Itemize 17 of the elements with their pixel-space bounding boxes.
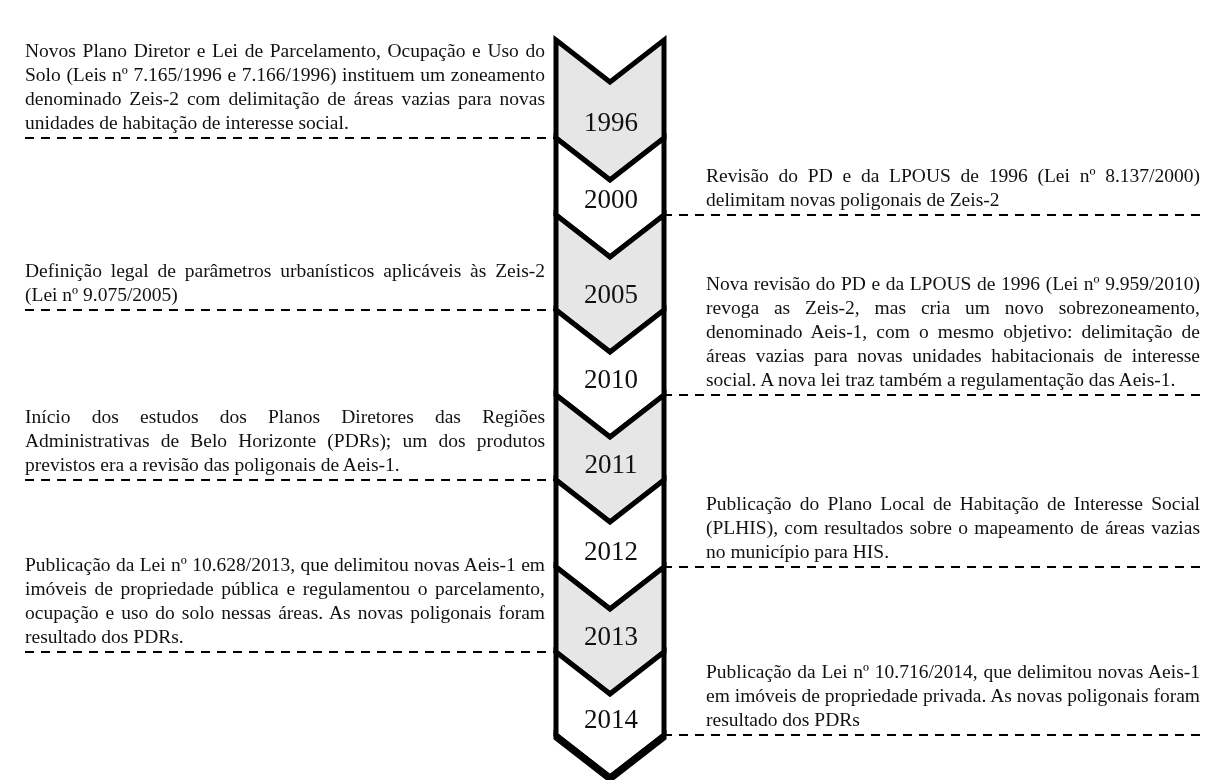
event-description: Definição legal de parâmetros urbanísticos aplicáveis às Zeis-2 (Lei nº 9.075/2005) <box>25 259 545 310</box>
year-label: 2012 <box>583 537 639 565</box>
year-label: 2005 <box>583 280 639 308</box>
event-description: Nova revisão do PD e da LPOUS de 1996 (Lei nº 9.959/2010) revoga as Zeis-2, mas cria um novo sobrezoneamento, denominado Aeis-1, com o mesmo objetivo: delimitação de áreas vazias para novas unidades habitacionais de interesse social. A nova lei traz também a regulamentação das Aeis-1. <box>706 272 1200 395</box>
leader-line <box>24 309 557 311</box>
event-description: Publicação do Plano Local de Habitação de Interesse Social (PLHIS), com resultados sobre o mapeamento de áreas vazias no município para HIS. <box>706 492 1200 567</box>
year-label: 2014 <box>583 705 639 733</box>
event-description: Revisão do PD e da LPOUS de 1996 (Lei nº 8.137/2000) delimitam novas poligonais de Zeis-2 <box>706 164 1200 215</box>
event-description: Novos Plano Diretor e Lei de Parcelamento, Ocupação e Uso do Solo (Leis nº 7.165/1996 e 7.166/1996) instituem um zoneamento denominado Zeis-2 com delimitação de áreas vazias para novas unidades de habitação de interesse social. <box>25 39 545 138</box>
event-description: Publicação da Lei nº 10.628/2013, que delimitou novas Aeis-1 em imóveis de propriedade pública e regulamentou o parcelamento, ocupação e uso do solo nessas áreas. As novas poligonais foram resultado dos PDRs. <box>25 553 545 652</box>
year-label: 2000 <box>583 185 639 213</box>
year-label: 2011 <box>583 450 639 478</box>
event-description: Publicação da Lei nº 10.716/2014, que delimitou novas Aeis-1 em imóveis de propriedade privada. As novas poligonais foram resultado dos PDRs <box>706 660 1200 735</box>
event-description: Início dos estudos dos Planos Diretores das Regiões Administrativas de Belo Horizonte (PDRs); um dos produtos previstos era a revisão das poligonais de Aeis-1. <box>25 405 545 480</box>
year-label: 1996 <box>583 108 639 136</box>
year-label: 2013 <box>583 622 639 650</box>
year-label: 2010 <box>583 365 639 393</box>
